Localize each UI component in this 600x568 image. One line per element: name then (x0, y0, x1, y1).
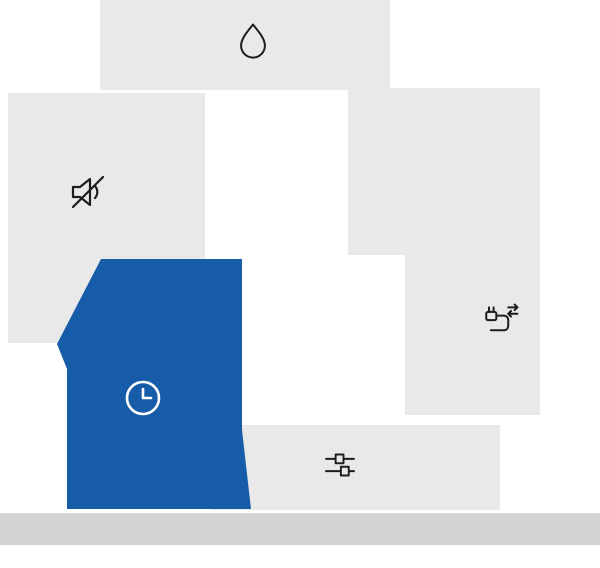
tile-settings (212, 425, 500, 510)
sliders-icon (325, 453, 355, 477)
speaker-muted-icon (71, 175, 105, 209)
clock-icon (125, 380, 161, 416)
bottom-bar (0, 513, 600, 545)
plug-swap-icon-strokes (485, 303, 519, 332)
tile-power (405, 88, 540, 415)
droplet-icon (240, 23, 266, 59)
speaker-muted-icon-strokes (71, 175, 105, 209)
sliders-icon-strokes (325, 453, 355, 477)
plug-swap-icon (485, 303, 519, 332)
droplet-icon-strokes (240, 23, 266, 59)
accent-banner-shape (57, 259, 251, 509)
tile-water (100, 0, 390, 90)
